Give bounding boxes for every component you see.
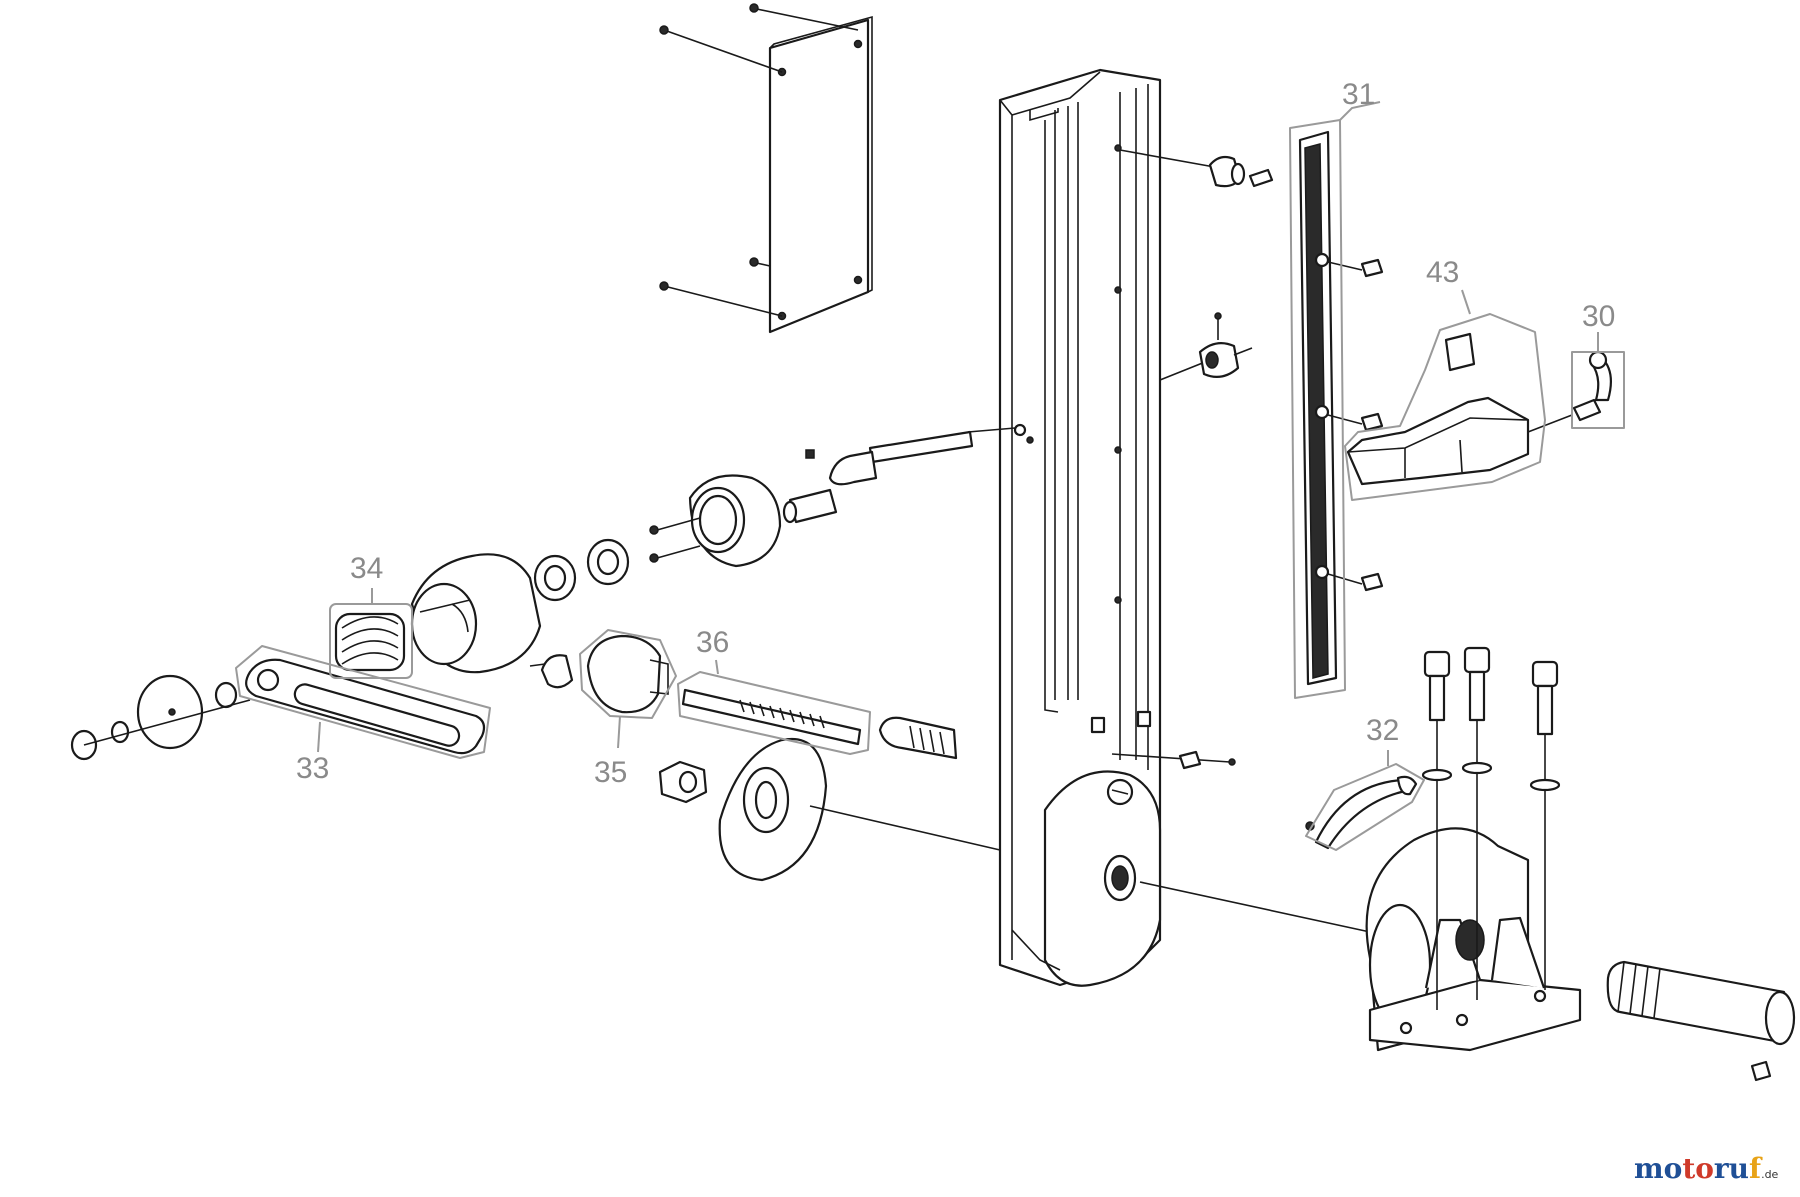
outer-cylinder [410,553,542,674]
hex-bolts [1421,646,1561,1010]
front-disc [70,674,251,761]
watermark-tld: .de [1761,1168,1779,1181]
knob-hub [529,634,669,714]
callout-32: 32 [1366,714,1399,747]
clamp-block [1346,332,1573,486]
large-washer [718,737,828,882]
callout-33: 33 [296,752,329,785]
callout-frames [235,101,1625,851]
callout-43: 43 [1426,256,1459,289]
threaded-rod [681,688,958,760]
lever-arm [245,658,486,755]
cover-plate [659,3,873,334]
sleeve-housing [649,474,782,568]
hex-nut [658,760,708,804]
callout-34: 34 [350,552,383,585]
callout-31: 31 [1342,78,1375,111]
callout-30: 30 [1582,300,1615,333]
rack-bushing [1159,155,1274,381]
callout-36: 36 [696,626,729,659]
main-column [998,68,1162,987]
small-screws [1111,750,1236,770]
rack-gear [1119,130,1384,686]
upper-spindle [782,427,1016,524]
base-bracket [1365,827,1582,1052]
lever-screw [1572,350,1613,422]
watermark-part-4: f [1749,1152,1762,1185]
motoruf-watermark: motoruf.de [1634,1152,1778,1185]
coil-spring [334,612,406,672]
handle-grip [1606,960,1796,1082]
watermark-part-2: to [1682,1152,1714,1185]
callout-35: 35 [594,756,627,789]
watermark-part-3: ru [1713,1152,1750,1185]
watermark-part-1: mo [1634,1152,1683,1185]
crank-handle [1305,775,1418,850]
ball-bearing [533,538,630,602]
